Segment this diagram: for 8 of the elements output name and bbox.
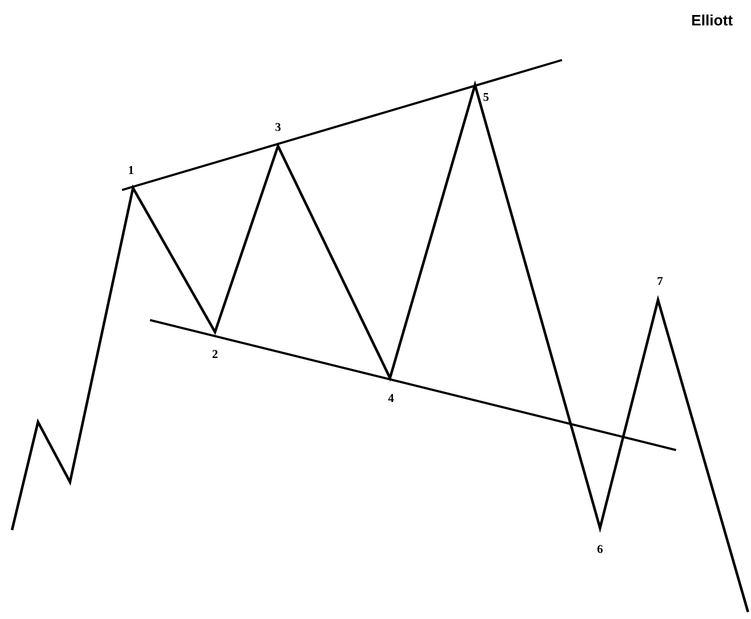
point-label: 1 xyxy=(128,166,134,174)
header-text: Elliott xyxy=(692,14,733,26)
point-label: 2 xyxy=(212,350,218,358)
point-label: 4 xyxy=(388,394,394,402)
point-label: 7 xyxy=(658,277,663,285)
point-label: 6 xyxy=(597,544,603,554)
point-label: 3 xyxy=(275,122,281,132)
point-label: 5 xyxy=(484,93,489,101)
